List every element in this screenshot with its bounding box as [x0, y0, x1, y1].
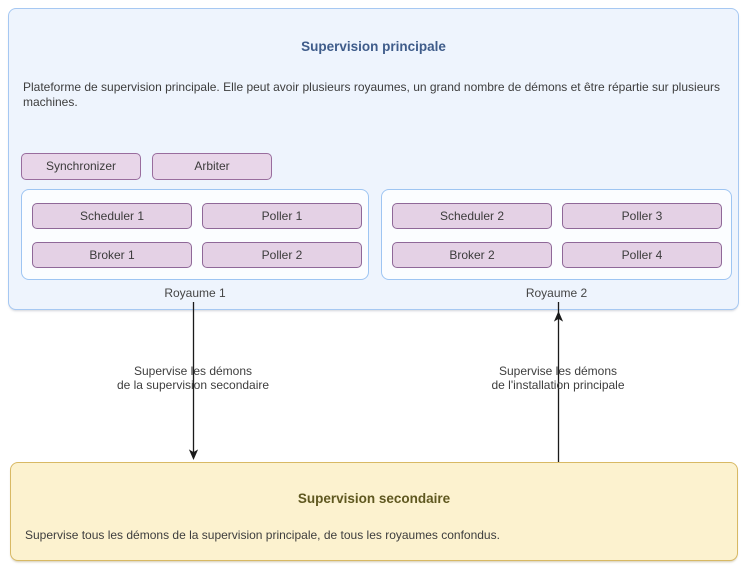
supervision-principale-box: Supervision principale Plateforme de sup…	[8, 8, 739, 310]
supervision-secondaire-box: Supervision secondaire Supervise tous le…	[10, 462, 738, 561]
supervision-secondaire-description: Supervise tous les démons de la supervis…	[25, 528, 500, 542]
arrow-up-icon	[553, 311, 564, 322]
daemon-node-broker-2: Broker 2	[392, 242, 552, 268]
daemon-node-scheduler-2: Scheduler 2	[392, 203, 552, 229]
daemon-node-arbiter: Arbiter	[152, 153, 272, 180]
supervision-principale-description: Plateforme de supervision principale. El…	[23, 80, 721, 109]
royaume-1-box: Scheduler 1 Poller 1 Broker 1 Poller 2	[21, 189, 369, 280]
daemon-node-poller-2: Poller 2	[202, 242, 362, 268]
daemon-node-poller-1: Poller 1	[202, 203, 362, 229]
royaume-1-label: Royaume 1	[164, 286, 226, 300]
arrow-to-principal-label: Supervise les démons de l'installation p…	[438, 364, 678, 392]
daemon-node-poller-3: Poller 3	[562, 203, 722, 229]
arrow-label-line: de l'installation principale	[491, 377, 625, 392]
daemon-node-broker-1: Broker 1	[32, 242, 192, 268]
daemon-node-scheduler-1: Scheduler 1	[32, 203, 192, 229]
supervision-principale-title: Supervision principale	[301, 39, 446, 55]
royaume-2-label: Royaume 2	[525, 286, 588, 300]
daemon-node-synchronizer: Synchronizer	[21, 153, 141, 180]
arrow-label-line: Supervise les démons	[133, 364, 253, 378]
royaume-2-box: Scheduler 2 Poller 3 Broker 2 Poller 4	[381, 189, 732, 280]
daemon-node-poller-4: Poller 4	[562, 242, 722, 268]
arrow-label-line: Supervise les démons	[498, 364, 618, 378]
arrow-label-line: de la supervision secondaire	[116, 377, 270, 392]
arrow-to-secondary-label: Supervise les démons de la supervision s…	[73, 364, 313, 392]
supervision-secondaire-title: Supervision secondaire	[297, 491, 451, 507]
arrow-down-icon	[188, 449, 199, 460]
